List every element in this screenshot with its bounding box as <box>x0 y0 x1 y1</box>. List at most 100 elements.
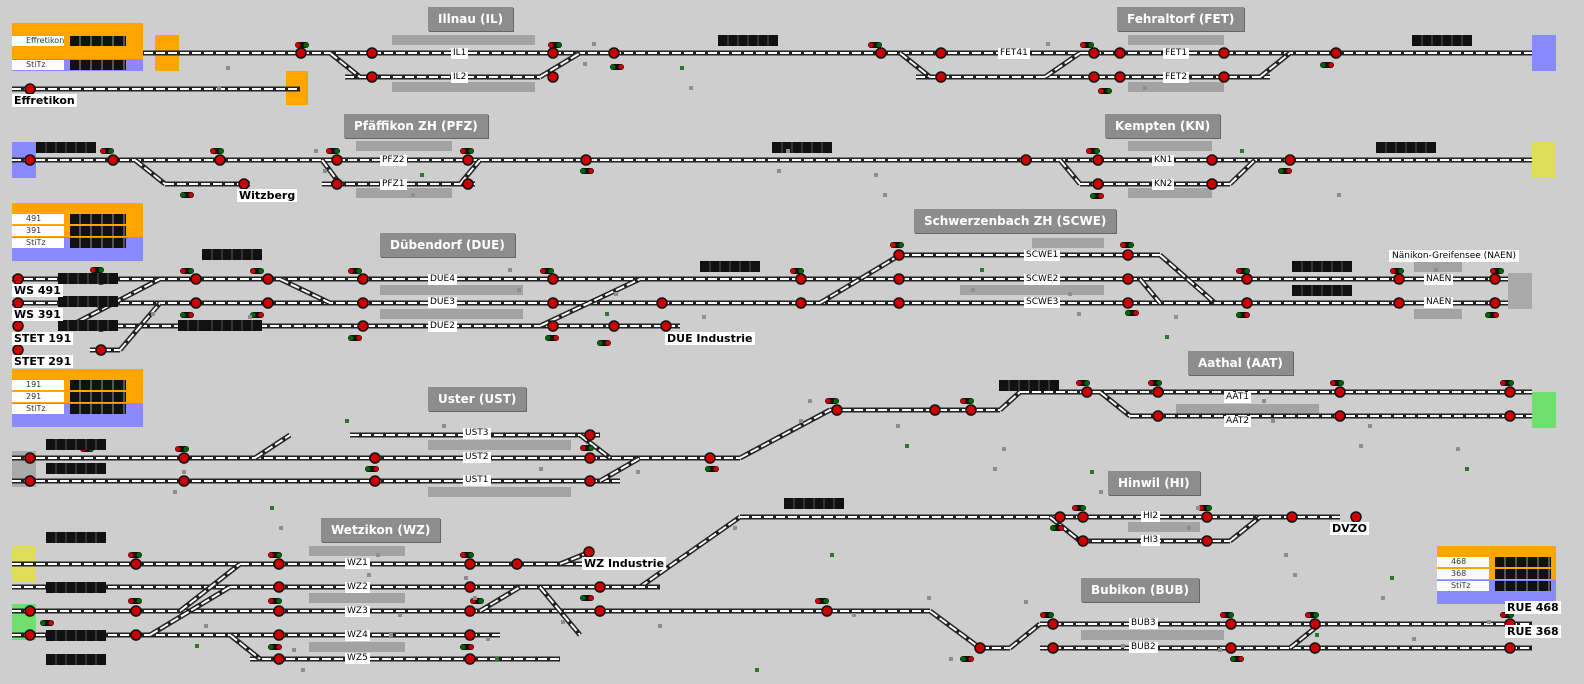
signal-light[interactable] <box>12 344 24 356</box>
signal-light[interactable] <box>331 178 343 190</box>
signal-light[interactable] <box>1047 642 1059 654</box>
signal-light[interactable] <box>1092 154 1104 166</box>
signal-light[interactable] <box>584 452 596 464</box>
track-segment[interactable] <box>1259 52 1291 78</box>
station-schwerzenbach[interactable]: Schwerzenbach ZH (SCWE) <box>914 209 1117 233</box>
signal-light[interactable] <box>1309 642 1321 654</box>
track-segment[interactable] <box>999 391 1021 411</box>
signal-light[interactable] <box>464 605 476 617</box>
signal-light[interactable] <box>583 546 595 558</box>
signal-light[interactable] <box>1054 511 1066 523</box>
signal-light[interactable] <box>214 154 226 166</box>
track-segment[interactable] <box>149 586 231 636</box>
track-segment[interactable] <box>119 302 161 351</box>
ctrl-switch[interactable] <box>70 380 126 390</box>
signal-light[interactable] <box>357 320 369 332</box>
signal-light[interactable] <box>893 249 905 261</box>
ctrl-switch[interactable] <box>70 404 126 414</box>
signal-light[interactable] <box>130 558 142 570</box>
track-segment[interactable] <box>599 457 641 482</box>
signal-light[interactable] <box>1330 47 1342 59</box>
signal-light[interactable] <box>12 320 24 332</box>
signal-light[interactable] <box>795 297 807 309</box>
track-bub2[interactable]: BUB2 <box>1129 642 1158 653</box>
track-il1[interactable]: IL1 <box>451 48 469 59</box>
track-wz3[interactable]: WZ3 <box>345 606 370 617</box>
station-aathal[interactable]: Aathal (AAT) <box>1188 351 1293 375</box>
track-segment[interactable] <box>279 278 331 304</box>
track-segment[interactable] <box>1059 159 1081 185</box>
track-segment[interactable] <box>1044 52 1081 78</box>
control-panel-ws[interactable]: 491 391 StiTz <box>12 203 143 261</box>
track-due4[interactable]: DUE4 <box>428 274 457 285</box>
signal-light[interactable] <box>1241 273 1253 285</box>
signal-light[interactable] <box>935 71 947 83</box>
signal-light[interactable] <box>464 629 476 641</box>
signal-light[interactable] <box>369 475 381 487</box>
track-kn1[interactable]: KN1 <box>1152 155 1175 166</box>
control-panel-effretikon[interactable]: Effretikon StiTz <box>12 23 143 71</box>
signal-light[interactable] <box>190 273 202 285</box>
signal-light[interactable] <box>893 297 905 309</box>
signal-light[interactable] <box>704 452 716 464</box>
track-ust1[interactable]: UST1 <box>463 475 491 486</box>
track-pfz1[interactable]: PFZ1 <box>380 179 407 190</box>
signal-light[interactable] <box>608 320 620 332</box>
track-wz1[interactable]: WZ1 <box>345 558 370 569</box>
signal-light[interactable] <box>547 71 559 83</box>
signal-light[interactable] <box>929 404 941 416</box>
signal-light[interactable] <box>357 297 369 309</box>
signal-light[interactable] <box>594 605 606 617</box>
signal-light[interactable] <box>608 47 620 59</box>
track-segment[interactable] <box>1099 391 1131 417</box>
track-due2[interactable]: DUE2 <box>428 321 457 332</box>
track-pfz2[interactable]: PFZ2 <box>380 155 407 166</box>
station-wetzikon[interactable]: Wetzikon (WZ) <box>321 518 441 542</box>
signal-light[interactable] <box>462 178 474 190</box>
signal-light[interactable] <box>1206 178 1218 190</box>
track-naen2[interactable]: NAEN <box>1424 297 1454 308</box>
signal-light[interactable] <box>1114 71 1126 83</box>
signal-light[interactable] <box>178 475 190 487</box>
track-aat1[interactable]: AAT1 <box>1224 392 1252 403</box>
signal-light[interactable] <box>547 273 559 285</box>
signal-light[interactable] <box>273 605 285 617</box>
signal-light[interactable] <box>547 320 559 332</box>
signal-light[interactable] <box>178 452 190 464</box>
signal-light[interactable] <box>1504 410 1516 422</box>
signal-light[interactable] <box>1393 273 1405 285</box>
signal-light[interactable] <box>190 297 202 309</box>
signal-light[interactable] <box>935 47 947 59</box>
signal-light[interactable] <box>547 297 559 309</box>
signal-light[interactable] <box>273 653 285 665</box>
signal-light[interactable] <box>1334 410 1346 422</box>
signal-light[interactable] <box>660 320 672 332</box>
signal-light[interactable] <box>1504 386 1516 398</box>
signal-light[interactable] <box>511 558 523 570</box>
station-hinwil[interactable]: Hinwil (HI) <box>1108 471 1200 495</box>
track-fet2[interactable]: FET2 <box>1163 72 1190 83</box>
track-segment[interactable] <box>479 586 521 612</box>
signal-light[interactable] <box>1350 511 1362 523</box>
track-segment[interactable] <box>739 409 831 459</box>
signal-light[interactable] <box>1218 71 1230 83</box>
signal-light[interactable] <box>24 452 36 464</box>
signal-light[interactable] <box>130 605 142 617</box>
track-segment[interactable] <box>579 434 611 459</box>
signal-light[interactable] <box>1114 47 1126 59</box>
signal-light[interactable] <box>107 154 119 166</box>
track-segment[interactable] <box>1159 254 1216 304</box>
signal-light[interactable] <box>1088 71 1100 83</box>
signal-light[interactable] <box>273 629 285 641</box>
signal-light[interactable] <box>331 154 343 166</box>
signal-light[interactable] <box>24 83 36 95</box>
station-kempten[interactable]: Kempten (KN) <box>1105 114 1221 138</box>
track-segment[interactable] <box>329 52 361 78</box>
signal-light[interactable] <box>464 558 476 570</box>
signal-light[interactable] <box>584 475 596 487</box>
signal-light[interactable] <box>1334 386 1346 398</box>
ctrl-switch[interactable] <box>70 392 126 402</box>
track-segment[interactable] <box>539 586 581 636</box>
signal-light[interactable] <box>1218 47 1230 59</box>
track-segment[interactable] <box>1229 159 1256 185</box>
